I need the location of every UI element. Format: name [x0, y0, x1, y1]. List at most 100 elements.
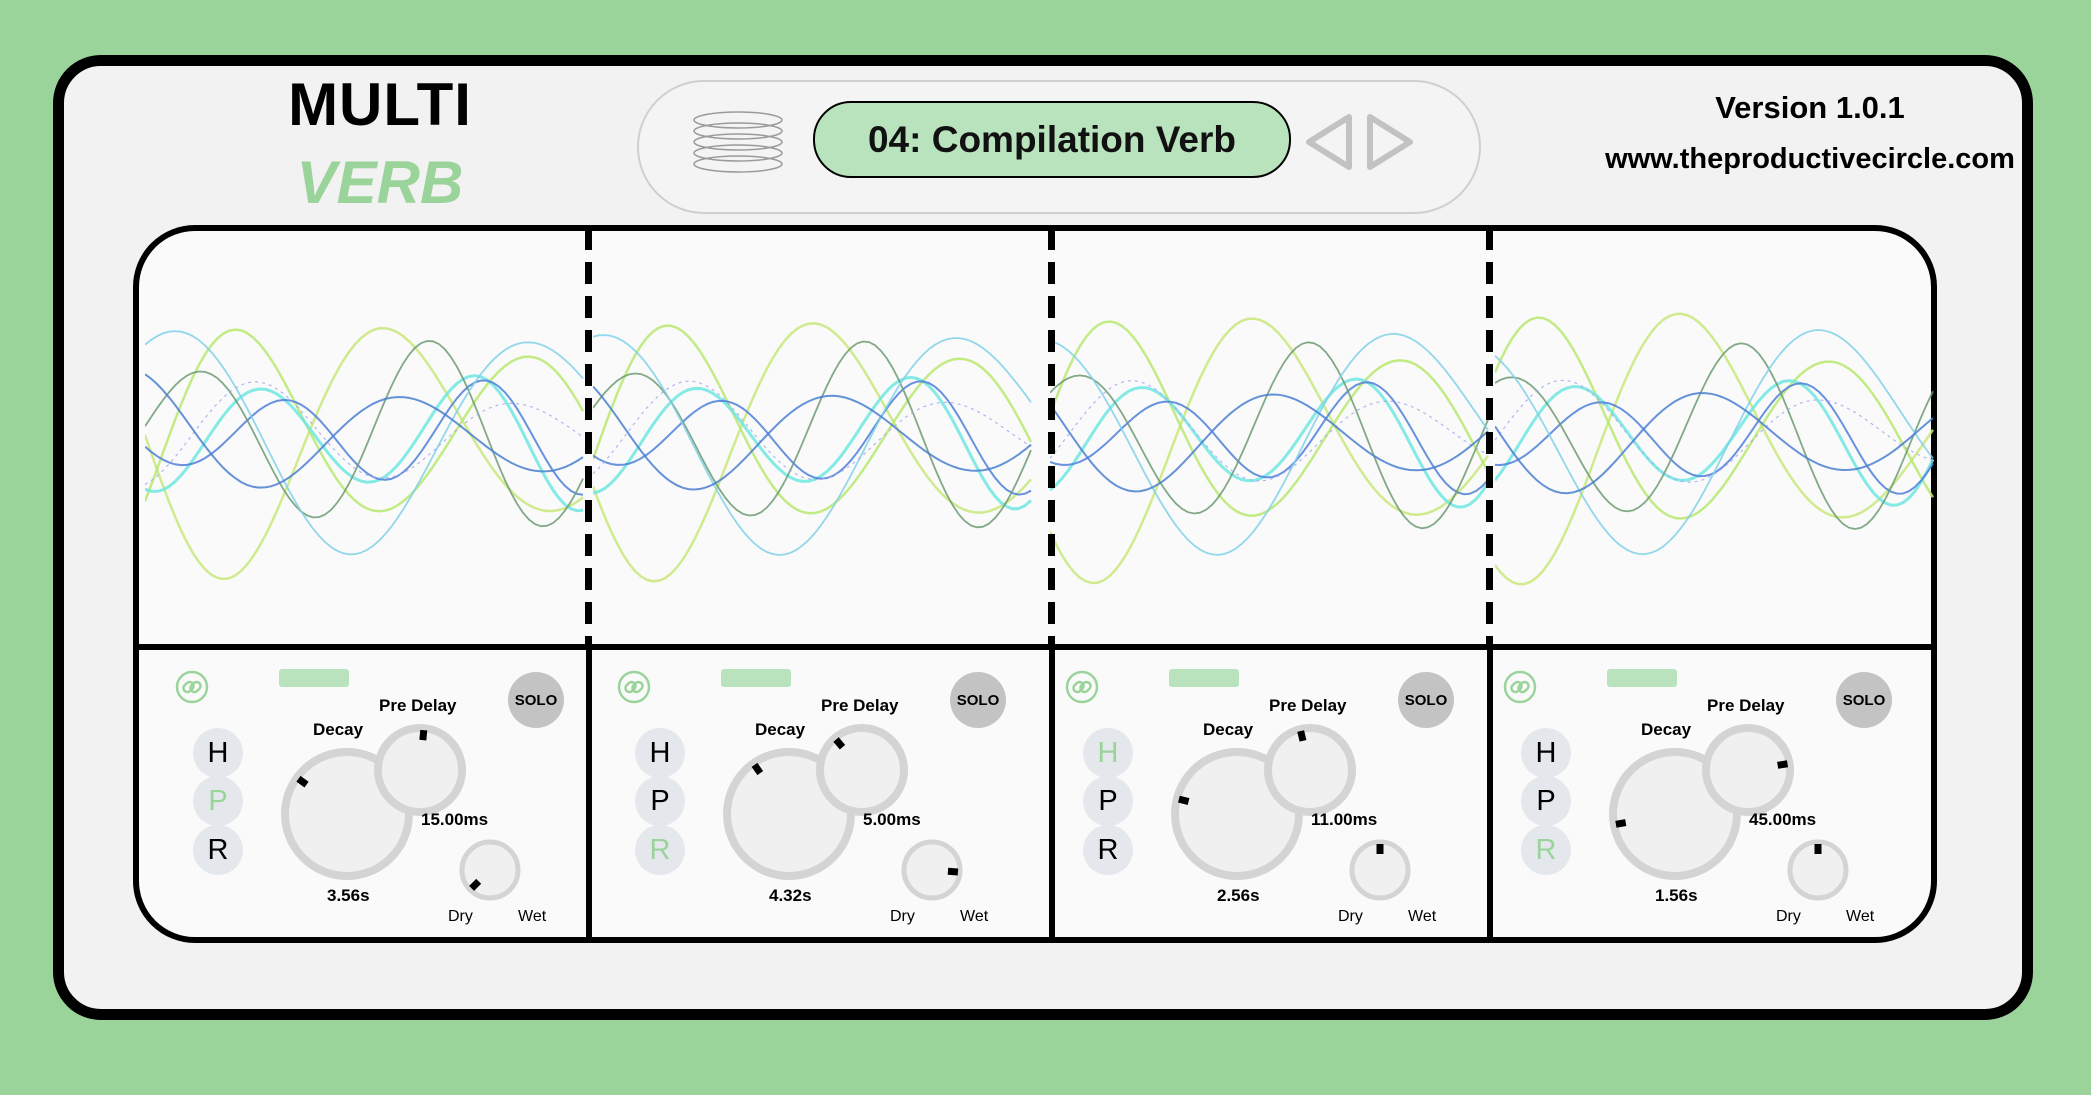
wet-label: Wet — [960, 908, 989, 925]
reverb-wave — [1495, 392, 1934, 495]
reverb-wave — [1495, 379, 1935, 507]
mode-r-button[interactable]: R — [1083, 825, 1133, 875]
logo-title: MULTI — [288, 71, 472, 138]
dry-label: Dry — [1338, 908, 1363, 925]
band-3-controls: SOLO H P R Decay Pre Delay 11.00ms 2.56s… — [1025, 650, 1455, 940]
reverb-wave — [593, 322, 1032, 583]
pre-delay-label: Pre Delay — [821, 696, 899, 715]
band-2-controls: SOLO H P R Decay Pre Delay 5.00ms 4.32s … — [577, 650, 1007, 940]
next-preset-arrow-icon[interactable] — [1365, 112, 1415, 172]
pre-delay-value: 45.00ms — [1749, 810, 1817, 829]
pre-delay-label: Pre Delay — [1269, 696, 1347, 715]
decay-label: Decay — [1641, 720, 1692, 739]
pre-delay-value: 5.00ms — [863, 810, 921, 829]
reverb-wave — [145, 373, 584, 489]
dry-wet-knob[interactable] — [1784, 836, 1852, 904]
preset-menu-icon[interactable] — [690, 108, 786, 176]
reverb-wave — [145, 340, 584, 528]
solo-button[interactable]: SOLO — [1398, 672, 1454, 728]
mode-p-button[interactable]: P — [193, 776, 243, 826]
dry-wet-knob[interactable] — [1346, 836, 1414, 904]
reverb-wave — [1050, 341, 1489, 530]
decay-value: 1.56s — [1655, 886, 1698, 905]
mode-h-button[interactable]: H — [1521, 728, 1571, 778]
reverb-wave — [1495, 382, 1934, 495]
reverb-wave — [593, 375, 1032, 511]
reverb-wave — [593, 340, 1032, 529]
link-icon[interactable] — [1503, 670, 1537, 704]
mode-p-button[interactable]: P — [1521, 776, 1571, 826]
reverb-wave — [1050, 332, 1489, 556]
logo-subtitle: VERB — [296, 149, 464, 216]
reverb-wave — [1050, 317, 1490, 585]
dry-wet-knob[interactable] — [898, 836, 966, 904]
pre-delay-knob[interactable] — [812, 720, 912, 820]
band-4-visualizer — [1495, 312, 1935, 586]
band-divider — [1048, 228, 1055, 646]
band-name-field[interactable] — [721, 669, 791, 687]
reverb-wave — [145, 379, 584, 496]
link-icon[interactable] — [617, 670, 651, 704]
knob-indicator — [1777, 760, 1789, 769]
mode-h-button[interactable]: H — [635, 728, 685, 778]
reverb-wave — [145, 381, 584, 486]
decay-label: Decay — [755, 720, 806, 739]
band-1-controls: SOLO H P R Decay Pre Delay 15.00ms 3.56s… — [135, 650, 565, 940]
pre-delay-value: 11.00ms — [1311, 810, 1378, 829]
preset-name-display[interactable]: 04: Compilation Verb — [813, 101, 1291, 178]
band-divider — [1049, 648, 1055, 940]
wet-label: Wet — [1408, 908, 1437, 925]
band-3-visualizer — [1050, 317, 1490, 585]
reverb-wave — [1050, 393, 1489, 493]
reverb-wave — [593, 380, 1032, 496]
dry-label: Dry — [448, 908, 473, 925]
solo-button[interactable]: SOLO — [1836, 672, 1892, 728]
reverb-wave — [145, 374, 584, 513]
knob-indicator — [1615, 819, 1627, 828]
mode-h-button[interactable]: H — [1083, 728, 1133, 778]
reverb-wave — [1050, 380, 1489, 482]
dry-wet-knob[interactable] — [456, 836, 524, 904]
mode-r-button[interactable]: R — [1521, 825, 1571, 875]
decay-label: Decay — [313, 720, 364, 739]
mode-p-button[interactable]: P — [635, 776, 685, 826]
band-divider — [586, 648, 592, 940]
website-link[interactable]: www.theproductivecircle.com — [1605, 143, 2015, 175]
band-name-field[interactable] — [279, 669, 349, 687]
link-icon[interactable] — [175, 670, 209, 704]
dry-label: Dry — [1776, 908, 1801, 925]
mode-p-button[interactable]: P — [1083, 776, 1133, 826]
knob-indicator — [751, 762, 764, 776]
pre-delay-knob[interactable] — [1698, 720, 1798, 820]
band-1-visualizer — [145, 326, 585, 581]
reverb-wave — [1495, 329, 1934, 556]
pre-delay-label: Pre Delay — [379, 696, 457, 715]
knob-indicator — [419, 729, 428, 741]
reverb-wave — [593, 334, 1032, 556]
pre-delay-knob[interactable] — [370, 720, 470, 820]
band-name-field[interactable] — [1607, 669, 1677, 687]
band-name-field[interactable] — [1169, 669, 1239, 687]
mode-r-button[interactable]: R — [635, 825, 685, 875]
decay-value: 2.56s — [1217, 886, 1260, 905]
mode-h-button[interactable]: H — [193, 728, 243, 778]
link-icon[interactable] — [1065, 670, 1099, 704]
version-label: Version 1.0.1 — [1715, 90, 1905, 125]
reverb-wave — [145, 330, 584, 556]
knob-indicator — [947, 867, 959, 876]
pre-delay-value: 15.00ms — [421, 810, 489, 829]
solo-button[interactable]: SOLO — [950, 672, 1006, 728]
mode-r-button[interactable]: R — [193, 825, 243, 875]
decay-value: 3.56s — [327, 886, 370, 905]
knob-indicator — [1297, 730, 1307, 742]
solo-button[interactable]: SOLO — [508, 672, 564, 728]
previous-preset-arrow-icon[interactable] — [1304, 112, 1354, 172]
dry-label: Dry — [890, 908, 915, 925]
knob-indicator — [833, 737, 846, 750]
reverb-wave — [145, 328, 585, 513]
section-divider — [133, 644, 1937, 650]
reverb-wave — [1495, 312, 1935, 586]
pre-delay-knob[interactable] — [1260, 720, 1360, 820]
pre-delay-label: Pre Delay — [1707, 696, 1785, 715]
knob-indicator — [296, 775, 309, 788]
